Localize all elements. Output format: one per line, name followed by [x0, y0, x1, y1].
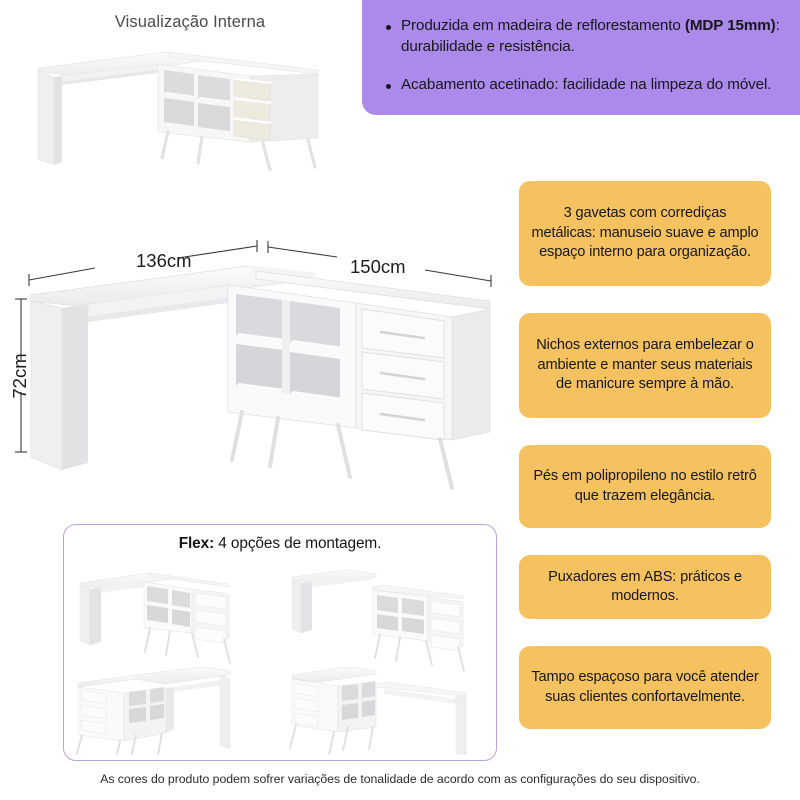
- dimension-lines: [15, 240, 492, 453]
- bullet-dot-icon: [386, 25, 391, 30]
- flex-panel-title: Flex: 4 opções de montagem.: [64, 535, 496, 553]
- flex-title-bold: Flex:: [178, 535, 215, 552]
- flex-layout-svg: [75, 569, 467, 755]
- drawer-fronts: [361, 308, 445, 441]
- dimensioned-product-illustration: 136cm 150cm 72cm: [0, 232, 512, 507]
- retro-legs: [230, 410, 454, 490]
- flex-option-2: [291, 569, 465, 672]
- bullet-tail: : durabilidade e resistência.: [401, 17, 780, 55]
- material-highlights-panel: Produzida em madeira de reflorestamento …: [362, 0, 800, 116]
- dimension-svg: 136cm 150cm 72cm: [9, 240, 492, 490]
- feature-card-text: Puxadores em ABS: práticos e modernos.: [548, 568, 742, 604]
- bullet-dot-icon: [386, 83, 391, 89]
- feature-card-handles: Puxadores em ABS: práticos e modernos.: [519, 555, 771, 619]
- page-title: Visualização Interna: [114, 13, 266, 31]
- bullet-text: Acabamento acetinado: facilidade na limp…: [401, 75, 772, 93]
- bullet-bold: (MDP 15mm): [684, 17, 776, 34]
- feature-card-text: Tampo espaçoso para você atender suas cl…: [531, 669, 759, 705]
- internal-view-illustration: [18, 46, 348, 186]
- drawer-handle-icon: [379, 371, 426, 381]
- flex-option-4: [289, 666, 467, 755]
- dimension-label-width-right: 150cm: [350, 256, 406, 277]
- feature-card-niches: Nichos externos para embelezar o ambient…: [519, 313, 771, 418]
- feature-card-text: 3 gavetas com corrediças metálicas: manu…: [531, 205, 759, 261]
- list-item: Acabamento acetinado: facilidade na limp…: [386, 75, 800, 96]
- bullet-lead: Produzida em madeira de reflorestamento: [401, 17, 685, 34]
- material-bullet-list: Produzida em madeira de reflorestamento …: [386, 16, 800, 95]
- feature-card-drawers: 3 gavetas com corrediças metálicas: manu…: [519, 181, 771, 286]
- feature-card-legs: Pés em polipropileno no estilo retrô que…: [519, 445, 771, 528]
- feature-card-text: Pés em polipropileno no estilo retrô que…: [533, 468, 757, 504]
- color-disclaimer: As cores do produto podem sofrer variaçõ…: [100, 772, 700, 786]
- dimension-label-width-left: 136cm: [136, 250, 192, 271]
- feature-card-tabletop: Tampo espaçoso para você atender suas cl…: [519, 646, 771, 729]
- flex-option-1: [79, 572, 231, 664]
- product-render: [30, 265, 491, 490]
- internal-view-svg: [37, 51, 319, 172]
- list-item: Produzida em madeira de reflorestamento …: [386, 16, 800, 58]
- flex-option-3: [75, 666, 231, 755]
- drawer-handle-icon: [379, 412, 426, 422]
- flex-layout-grid: [70, 559, 492, 755]
- drawer-handle-icon: [379, 330, 426, 340]
- feature-card-text: Nichos externos para embelezar o ambient…: [536, 337, 754, 393]
- flex-assembly-panel: Flex: 4 opções de montagem.: [63, 524, 497, 761]
- dimension-label-height: 72cm: [9, 353, 30, 398]
- bullet-text: Produzida em madeira de reflorestamento …: [401, 16, 800, 58]
- flex-title-rest: 4 opções de montagem.: [214, 535, 382, 552]
